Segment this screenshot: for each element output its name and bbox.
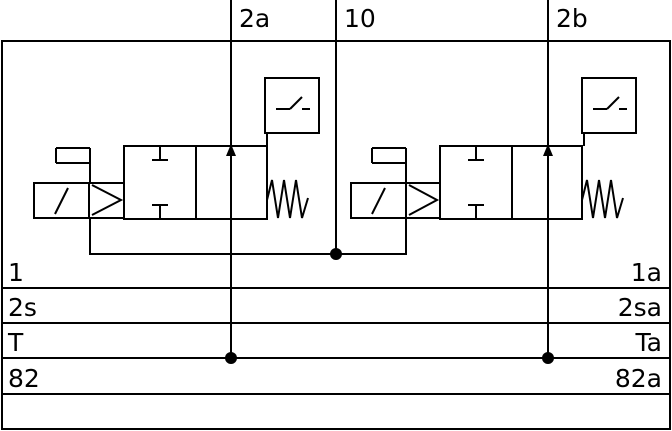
arrow-up-icon — [543, 144, 553, 156]
port-label-10: 10 — [344, 4, 376, 33]
junction-dot — [225, 352, 237, 364]
row-label-left: 82 — [8, 364, 40, 393]
junction-dot — [330, 248, 342, 260]
junction-dot — [542, 352, 554, 364]
row-label-right: 2sa — [618, 293, 662, 322]
port-label-2b: 2b — [556, 4, 588, 33]
pilot-line — [89, 218, 407, 255]
port-label-2a: 2a — [239, 4, 270, 33]
row-label-right: Ta — [635, 328, 662, 357]
row-label-right: 82a — [615, 364, 662, 393]
valve-right — [350, 77, 637, 220]
row-label-left: 2s — [8, 293, 37, 322]
row-label-right: 1a — [631, 258, 662, 287]
arrow-up-icon — [226, 144, 236, 156]
valve-left — [33, 77, 320, 220]
flow-arrows — [226, 144, 553, 156]
row-label-left: 1 — [8, 258, 24, 287]
row-label-left: T — [7, 328, 24, 357]
